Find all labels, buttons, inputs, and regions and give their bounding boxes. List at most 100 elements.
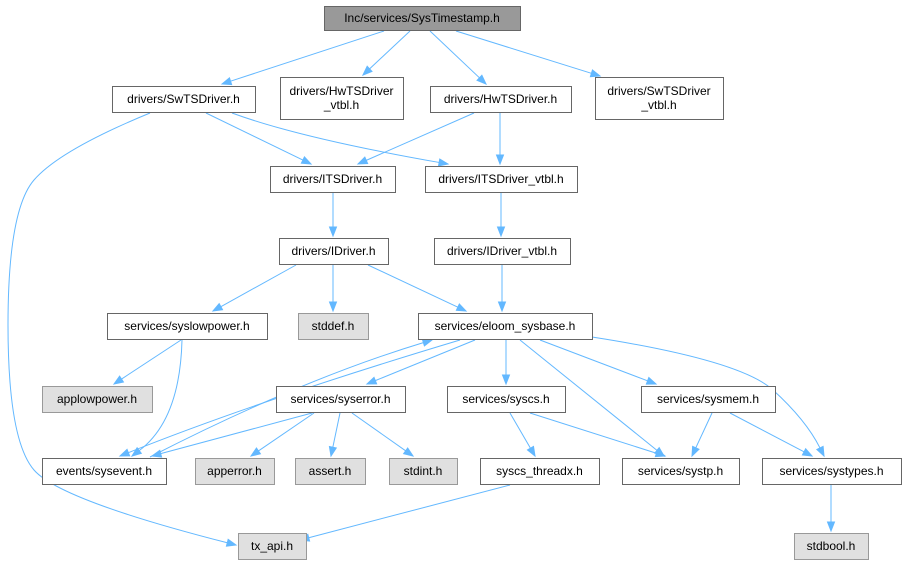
node-label: drivers/HwTSDriver bbox=[289, 84, 393, 98]
node-label: drivers/IDriver_vtbl.h bbox=[447, 244, 557, 258]
edge-syscs-to-systp bbox=[529, 412, 667, 458]
edge-line bbox=[220, 264, 297, 308]
node-swts_vtbl[interactable]: drivers/SwTSDriver_vtbl.h bbox=[595, 77, 724, 120]
node-syslowpower[interactable]: services/syslowpower.h bbox=[107, 313, 268, 340]
node-label: services/systp.h bbox=[638, 464, 723, 478]
arrow-head-icon bbox=[225, 538, 238, 547]
node-idriver_vtbl[interactable]: drivers/IDriver_vtbl.h bbox=[434, 238, 571, 265]
arrow-head-icon bbox=[118, 448, 131, 457]
arrow-head-icon bbox=[645, 376, 658, 385]
arrow-head-icon bbox=[497, 301, 507, 313]
edge-line bbox=[529, 412, 657, 454]
node-stddef: stddef.h bbox=[298, 313, 369, 340]
edge-line bbox=[375, 339, 476, 382]
node-label: applowpower.h bbox=[57, 392, 137, 406]
node-label: stdbool.h bbox=[807, 539, 856, 553]
node-syscs_threadx[interactable]: syscs_threadx.h bbox=[480, 458, 600, 485]
node-label: services/eloom_sysbase.h bbox=[435, 319, 576, 333]
arrow-head-icon bbox=[328, 226, 338, 238]
node-swts[interactable]: drivers/SwTSDriver.h bbox=[112, 86, 256, 113]
node-syserror[interactable]: services/syserror.h bbox=[276, 386, 406, 413]
edge-syserror-to-assert bbox=[328, 412, 341, 458]
edge-line bbox=[308, 484, 511, 539]
edge-syslowpower-to-applowpower bbox=[112, 339, 182, 385]
edge-line bbox=[591, 336, 821, 449]
edge-sysbase-to-syserror bbox=[365, 339, 476, 385]
node-box bbox=[794, 533, 869, 560]
edge-line bbox=[369, 30, 411, 70]
edge-sysbase-to-syscs bbox=[501, 340, 511, 386]
node-box bbox=[389, 458, 458, 485]
arrow-head-icon bbox=[356, 156, 369, 165]
node-label: stddef.h bbox=[312, 319, 355, 333]
edge-swts-to-its_vtbl bbox=[231, 112, 450, 167]
node-assert: assert.h bbox=[295, 458, 366, 485]
edge-hwts-to-its_vtbl bbox=[495, 113, 505, 166]
arrow-head-icon bbox=[654, 449, 667, 458]
node-hwts[interactable]: drivers/HwTSDriver.h bbox=[430, 86, 572, 113]
edge-swts-to-txapi bbox=[7, 112, 238, 547]
edge-line bbox=[121, 339, 182, 380]
edge-line bbox=[429, 30, 480, 79]
arrow-head-icon bbox=[501, 374, 511, 386]
node-box bbox=[641, 386, 776, 413]
node-label: _vtbl.h bbox=[640, 98, 676, 112]
node-box bbox=[107, 313, 268, 340]
node-its[interactable]: drivers/ITSDriver.h bbox=[270, 166, 396, 193]
node-label: drivers/HwTSDriver.h bbox=[444, 92, 557, 106]
node-syscs[interactable]: services/syscs.h bbox=[447, 386, 566, 413]
edge-line bbox=[509, 412, 531, 449]
node-label: drivers/ITSDriver.h bbox=[283, 172, 382, 186]
arrow-head-icon bbox=[589, 69, 602, 78]
node-apperror: apperror.h bbox=[195, 458, 275, 485]
arrow-head-icon bbox=[220, 77, 233, 86]
node-label: services/syslowpower.h bbox=[124, 319, 249, 333]
node-box bbox=[112, 86, 256, 113]
node-label: events/sysevent.h bbox=[56, 464, 152, 478]
edge-idriver-to-sysbase bbox=[367, 264, 468, 312]
node-sysmem[interactable]: services/sysmem.h bbox=[641, 386, 776, 413]
edge-line bbox=[695, 412, 713, 449]
edge-syslowpower-to-sysevent bbox=[130, 339, 183, 457]
node-root[interactable]: Inc/services/SysTimestamp.h bbox=[324, 6, 521, 31]
node-systp[interactable]: services/systp.h bbox=[622, 458, 740, 485]
edge-line bbox=[160, 412, 313, 455]
node-label: drivers/IDriver.h bbox=[291, 244, 375, 258]
arrow-head-icon bbox=[150, 449, 163, 458]
node-label: syscs_threadx.h bbox=[496, 464, 583, 478]
edge-line bbox=[729, 412, 805, 453]
node-box bbox=[276, 386, 406, 413]
node-its_vtbl[interactable]: drivers/ITSDriver_vtbl.h bbox=[425, 166, 578, 193]
edge-its_vtbl-to-idriver_vtbl bbox=[496, 193, 506, 238]
edge-idriver-to-syslowpower bbox=[211, 264, 297, 312]
arrow-head-icon bbox=[421, 338, 434, 347]
node-idriver[interactable]: drivers/IDriver.h bbox=[279, 238, 389, 265]
edge-line bbox=[7, 112, 228, 544]
node-systypes[interactable]: services/systypes.h bbox=[762, 458, 902, 485]
node-box bbox=[762, 458, 902, 485]
arrow-head-icon bbox=[801, 447, 814, 457]
edge-root-to-swts bbox=[220, 30, 385, 86]
node-sysbase[interactable]: services/eloom_sysbase.h bbox=[418, 313, 593, 340]
edge-line bbox=[351, 412, 406, 452]
node-sysevent[interactable]: events/sysevent.h bbox=[42, 458, 167, 485]
node-stdbool: stdbool.h bbox=[794, 533, 869, 560]
edge-syserror-to-stdint bbox=[351, 412, 415, 457]
node-hwts_vtbl[interactable]: drivers/HwTSDriver_vtbl.h bbox=[280, 77, 404, 120]
node-box bbox=[279, 238, 389, 265]
arrow-head-icon bbox=[815, 445, 825, 458]
node-label: services/systypes.h bbox=[779, 464, 883, 478]
nodes-layer: Inc/services/SysTimestamp.h drivers/SwTSD… bbox=[42, 6, 902, 560]
edge-root-to-hwts bbox=[429, 30, 488, 85]
edge-swts-to-its bbox=[205, 112, 313, 165]
node-box bbox=[418, 313, 593, 340]
node-box bbox=[434, 238, 571, 265]
node-label: _vtbl.h bbox=[323, 98, 359, 112]
arrow-head-icon bbox=[365, 376, 378, 385]
node-box bbox=[480, 458, 600, 485]
edge-idriver-to-stddef bbox=[328, 265, 338, 313]
node-label: tx_api.h bbox=[251, 539, 293, 553]
edge-syscs-to-syscs_threadx bbox=[509, 412, 536, 458]
node-box bbox=[280, 77, 404, 120]
edge-line bbox=[539, 339, 648, 382]
